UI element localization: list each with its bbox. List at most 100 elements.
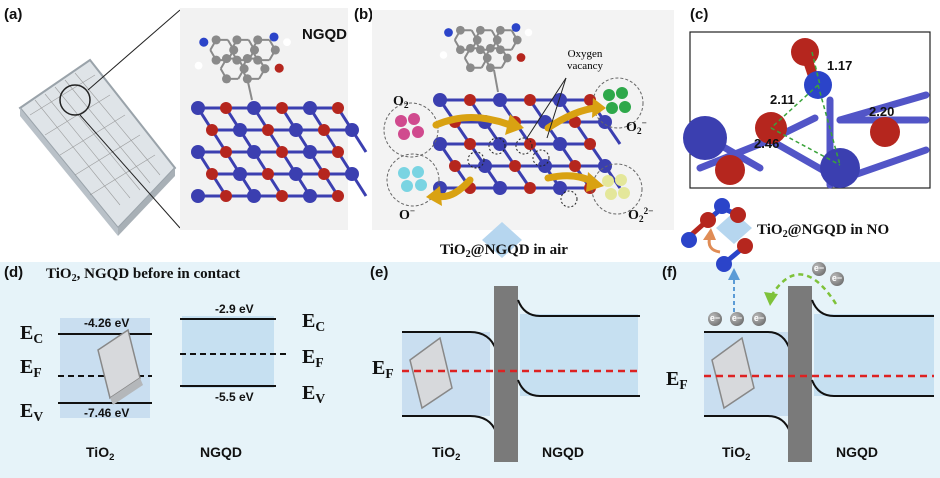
- c-c-bond: [470, 29, 479, 41]
- ti-atom: [433, 137, 447, 151]
- c-c-bond: [268, 39, 277, 51]
- tio2d-text: TiO: [86, 444, 110, 460]
- o2-sub: 2: [403, 100, 409, 111]
- o-atom: [584, 94, 596, 106]
- o-atom: [524, 182, 536, 194]
- ti-o-bond: [210, 173, 228, 197]
- ef-label-f: EF: [666, 368, 688, 393]
- o2-pink-molecules: [395, 113, 424, 140]
- ti-o-bond: [322, 173, 340, 197]
- c-atom: [232, 35, 242, 45]
- c-c-bond: [510, 29, 519, 41]
- graphene-sheet: [18, 58, 177, 236]
- o2-circle: [383, 102, 439, 158]
- arrow-o22minus: [544, 172, 597, 186]
- tio2-label-e: TiO2: [432, 444, 460, 463]
- o-atom: [220, 102, 232, 114]
- ti-o-bond: [308, 107, 326, 131]
- ti-atom: [553, 137, 567, 151]
- c-c-bond: [240, 68, 249, 80]
- c-atom: [482, 53, 492, 63]
- efe-sub: F: [385, 366, 394, 382]
- c-c-bond: [490, 29, 499, 41]
- o-atom: [262, 168, 274, 180]
- om-text: O: [399, 208, 410, 223]
- eff-text: E: [666, 368, 680, 390]
- c-c-bond: [209, 39, 218, 51]
- c-c-bond: [493, 39, 502, 51]
- band-diagram-background: [0, 262, 940, 478]
- c-c-bond: [230, 39, 238, 51]
- c-atom: [456, 25, 465, 35]
- o-atom: [524, 94, 536, 106]
- ti-o-bond: [543, 165, 562, 189]
- o-minus-label: O−: [399, 206, 415, 224]
- o-atom: [509, 116, 521, 128]
- cap-c-sub: 2: [782, 229, 788, 241]
- ngqd-a-h-atom: [194, 61, 203, 70]
- vacancy-line2: vacancy: [567, 60, 604, 72]
- ti-o-bond: [350, 173, 368, 197]
- ev-label-left: EV: [20, 400, 43, 425]
- ti-o-bond: [483, 121, 502, 145]
- o2-minus-green-molecules: [603, 87, 631, 114]
- c-c-bond: [230, 49, 238, 61]
- ti-o-bond: [468, 99, 487, 123]
- o-atom: [206, 124, 218, 136]
- ti-atom: [289, 123, 303, 137]
- o-atom: [449, 116, 461, 128]
- c-atom: [222, 74, 232, 84]
- c-c-bond: [490, 39, 499, 51]
- panel-a-label: (a): [4, 6, 23, 23]
- c-atom: [502, 53, 512, 63]
- ti-o-bond: [224, 151, 242, 175]
- ti-atom: [553, 93, 567, 107]
- c-c-bond: [268, 49, 277, 61]
- o-atom: [449, 160, 461, 172]
- o-atom: [524, 138, 536, 150]
- ti-atom: [233, 123, 247, 137]
- tio2e-text: TiO: [432, 444, 456, 460]
- d-title-pre: TiO: [46, 266, 72, 282]
- panel-f-label: (f): [662, 264, 677, 281]
- efl-text: E: [20, 356, 34, 378]
- c-c-bond: [237, 58, 245, 70]
- ti-o-bond: [210, 129, 228, 153]
- c-atom: [229, 45, 239, 55]
- o2-label: O2: [393, 94, 409, 111]
- ti-atom: [478, 159, 492, 173]
- o-atom: [206, 168, 218, 180]
- o-atom: [318, 124, 330, 136]
- o-atom: [332, 102, 344, 114]
- ti-atom: [247, 189, 261, 203]
- ti-o-bond: [280, 107, 298, 131]
- o-atom: [318, 168, 330, 180]
- ti-o-bond: [468, 143, 487, 167]
- c-c-bond: [463, 57, 472, 69]
- c-c-bond: [247, 49, 256, 61]
- o2m-text: O: [626, 120, 637, 135]
- ti-atom: [191, 189, 205, 203]
- c-c-bond: [209, 49, 218, 61]
- ec-label-right: EC: [302, 310, 325, 335]
- o-atom: [584, 182, 596, 194]
- ti-o-bond: [573, 121, 592, 145]
- dist-2: 2.11: [770, 92, 795, 107]
- c-atom: [486, 43, 495, 53]
- c-c-bond: [470, 39, 479, 51]
- ngqd-label-f: NGQD: [836, 444, 878, 460]
- evl-sub: V: [33, 409, 44, 425]
- ecl-text: E: [20, 322, 34, 344]
- ti-o-bond: [266, 173, 284, 197]
- o2-minus-label: O2−: [626, 118, 647, 137]
- ngqd-b-o-atom: [516, 53, 526, 62]
- ngqd-a-n-atom: [199, 37, 209, 47]
- ti-o-bond: [453, 121, 472, 145]
- ti-atom: [538, 159, 552, 173]
- ti-atom: [289, 167, 303, 181]
- c-c-bond: [493, 29, 502, 41]
- ti-atom: [247, 101, 261, 115]
- arrow-o2minus: [544, 104, 600, 132]
- ti-atom: [598, 115, 612, 129]
- ti-o-bond: [558, 99, 577, 123]
